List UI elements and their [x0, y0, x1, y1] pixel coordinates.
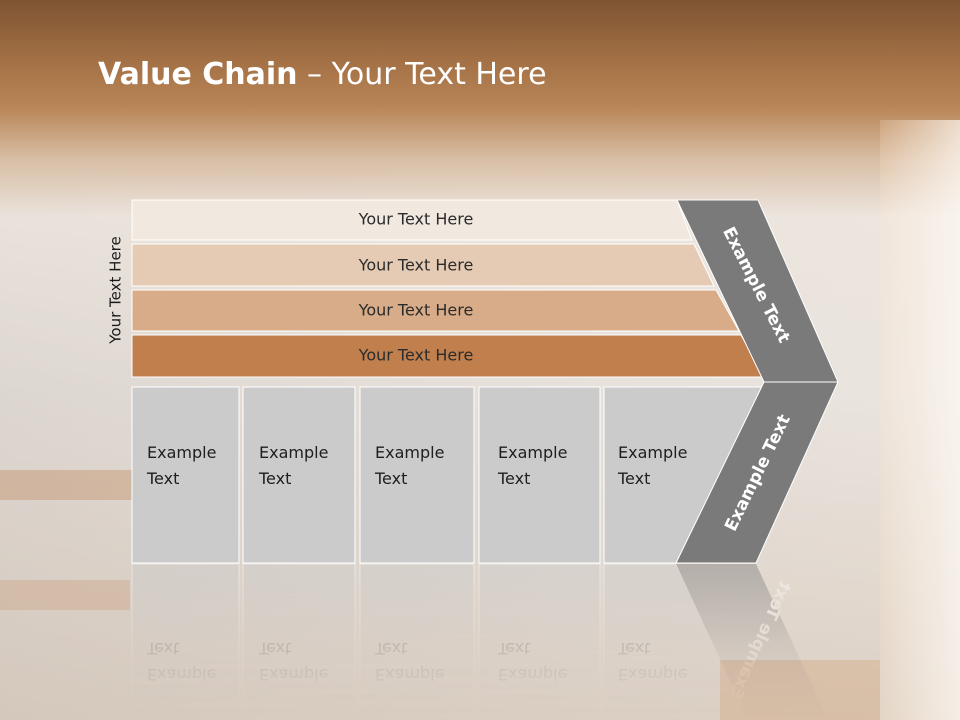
activity-box-1 [131, 386, 240, 564]
diagram-reflection: ExampleTextExampleTextExampleTextExample… [131, 563, 829, 720]
activity-box-reflection [242, 563, 356, 720]
activity-box-3-line2: Text [374, 469, 407, 488]
activity-box-reflection-text: Example Text [617, 639, 687, 684]
background-stair-step [0, 580, 130, 610]
chevron-lower [675, 381, 839, 564]
activity-box-3 [359, 386, 475, 564]
band-1 [131, 199, 693, 241]
activity-box-reflection-text: Example Text [374, 639, 444, 684]
band-3 [131, 289, 740, 332]
reflection-line2: Text [497, 639, 530, 658]
activity-box-4-line2: Text [497, 469, 530, 488]
activity-box-reflection-text: Example Text [146, 639, 216, 684]
reflection-line2: Text [374, 639, 407, 658]
activity-box-5-text: Example Text [617, 443, 693, 488]
slide-title: Value Chain – Your Text Here [98, 55, 547, 95]
reflection-line1: Example [147, 665, 216, 684]
title-rest: – Your Text Here [297, 57, 547, 92]
activity-box-4-line1: Example [498, 443, 567, 462]
band-4-label: Your Text Here [358, 346, 474, 365]
activity-box-3-line1: Example [375, 443, 444, 462]
reflection-line1: Example [259, 665, 328, 684]
chevron-lower-reflection [676, 564, 829, 720]
activity-box-reflection [131, 563, 240, 720]
activity-box-2 [242, 386, 356, 564]
activity-box-1-text: Example Text [146, 443, 222, 488]
activity-box-3-text: Example Text [374, 443, 450, 488]
activity-box-2-text: Example Text [258, 443, 334, 488]
reflection-line1: Example [375, 665, 444, 684]
background-stair-step [0, 470, 140, 500]
reflection-line2: Text [258, 639, 291, 658]
band-2 [131, 243, 715, 287]
band-2-label: Your Text Here [358, 256, 474, 275]
activity-box-2-line2: Text [258, 469, 291, 488]
activity-box-4 [478, 386, 601, 564]
activity-box-reflection [359, 563, 475, 720]
reflection-line1: Example [498, 665, 567, 684]
activity-box-2-line1: Example [259, 443, 328, 462]
title-bold: Value Chain [98, 57, 298, 92]
activity-box-reflection-text: Example Text [258, 639, 328, 684]
activity-box-5-line1: Example [618, 443, 687, 462]
reflection-line1: Example [618, 665, 687, 684]
reflection-line2: Text [146, 639, 179, 658]
band-1-label: Your Text Here [358, 210, 474, 229]
activity-box-4-text: Example Text [497, 443, 573, 488]
activity-box-1-line2: Text [146, 469, 179, 488]
activity-box-5-line2: Text [617, 469, 650, 488]
activity-box-1-line1: Example [147, 443, 216, 462]
band-3-label: Your Text Here [358, 301, 474, 320]
reflection-line2: Text [617, 639, 650, 658]
activity-box-reflection-text: Example Text [497, 639, 567, 684]
background-window-light [880, 120, 960, 720]
activity-box-reflection [478, 563, 601, 720]
